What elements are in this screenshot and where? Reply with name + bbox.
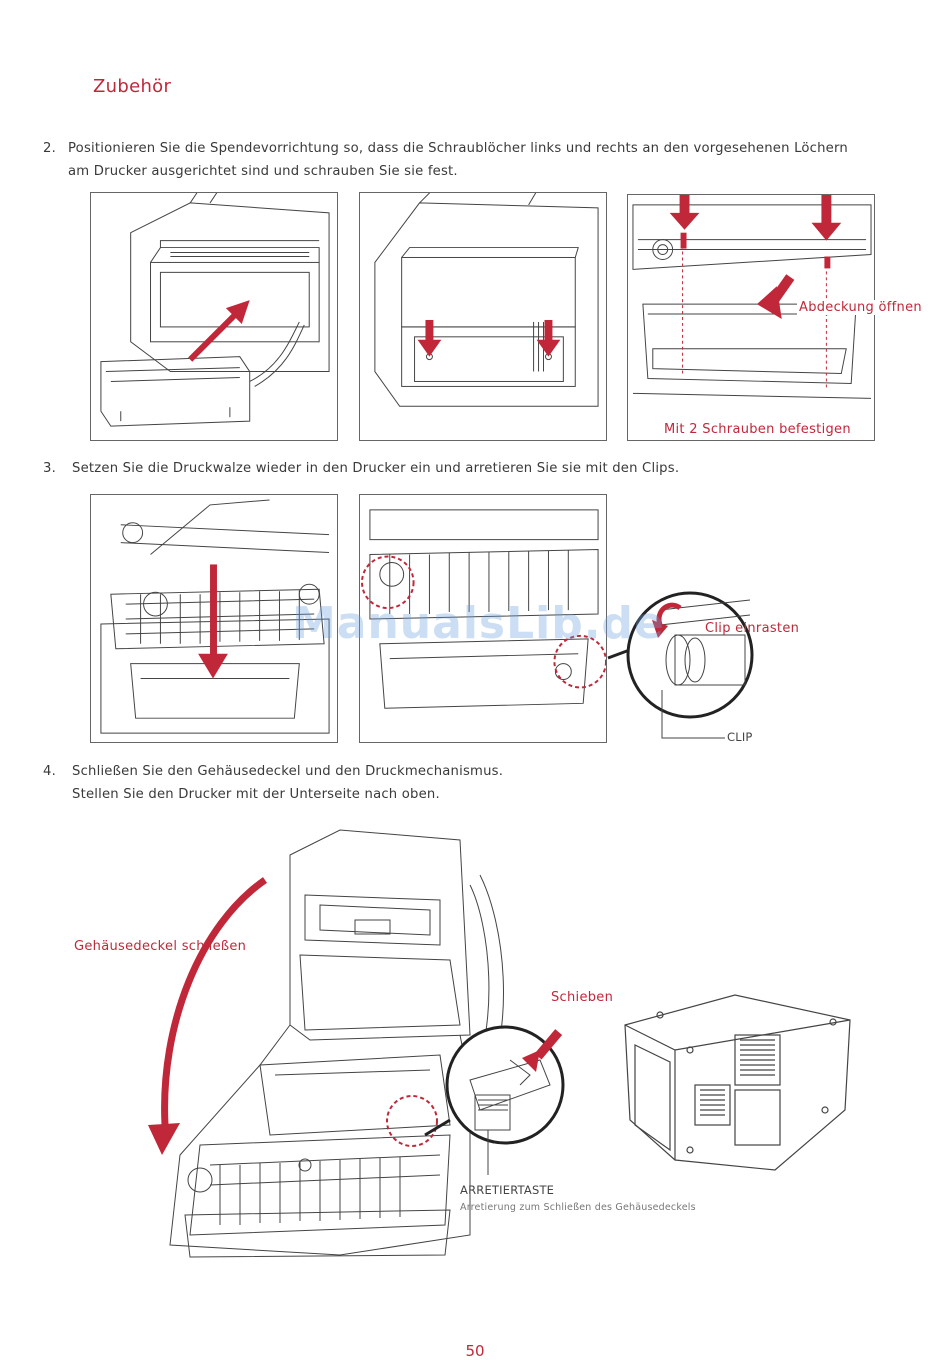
step-3: 3. Setzen Sie die Druckwalze wieder in d… xyxy=(43,457,923,480)
label-clip: CLIP xyxy=(727,730,753,744)
page-number: 50 xyxy=(465,1342,485,1360)
label-lock-button: ARRETIERTASTE xyxy=(460,1183,555,1197)
label-fix-screws: Mit 2 Schrauben befestigen xyxy=(664,422,851,437)
lock-button-detail xyxy=(445,1025,565,1175)
step-line: Positionieren Sie die Spendevorrichtung … xyxy=(68,141,848,156)
step-line: Stellen Sie den Drucker mit der Untersei… xyxy=(72,787,440,802)
step-number: 2. xyxy=(43,141,56,156)
label-clip-engage: Clip einrasten xyxy=(705,621,800,636)
figure-clip-platen xyxy=(359,494,607,743)
printer-illustration xyxy=(100,499,330,734)
printer-illustration xyxy=(100,193,330,427)
label-slide: Schieben xyxy=(551,990,614,1005)
watermark: ManualsLib.de xyxy=(292,598,665,649)
label-close-cover: Gehäusedeckel schließen xyxy=(74,939,247,954)
printer-illustration xyxy=(374,193,599,407)
figure-screw-fix xyxy=(627,194,875,441)
section-title: Zubehör xyxy=(93,76,172,97)
figure-insert-platen xyxy=(90,494,338,743)
label-cover-open: Abdeckung öffnen xyxy=(797,300,924,315)
figure-mount-dispenser xyxy=(90,192,338,441)
clip-detail-illustration xyxy=(607,591,754,739)
label-lock-button-desc: Arretierung zum Schließen des Gehäusedec… xyxy=(460,1202,696,1213)
figure-align-holes xyxy=(359,192,607,441)
step-number: 4. xyxy=(43,764,56,779)
printer-illustration xyxy=(632,195,872,399)
step-number: 3. xyxy=(43,461,56,476)
step-2: 2. Positionieren Sie die Spendevorrichtu… xyxy=(43,137,923,183)
step-4: 4. Schließen Sie den Gehäusedeckel und d… xyxy=(43,760,923,806)
step-line: Setzen Sie die Druckwalze wieder in den … xyxy=(72,461,680,476)
step-line: am Drucker ausgerichtet sind und schraub… xyxy=(68,164,458,179)
printer-bottom-illustration xyxy=(624,994,851,1171)
step-line: Schließen Sie den Gehäusedeckel und den … xyxy=(72,764,504,779)
printer-illustration xyxy=(360,509,606,709)
